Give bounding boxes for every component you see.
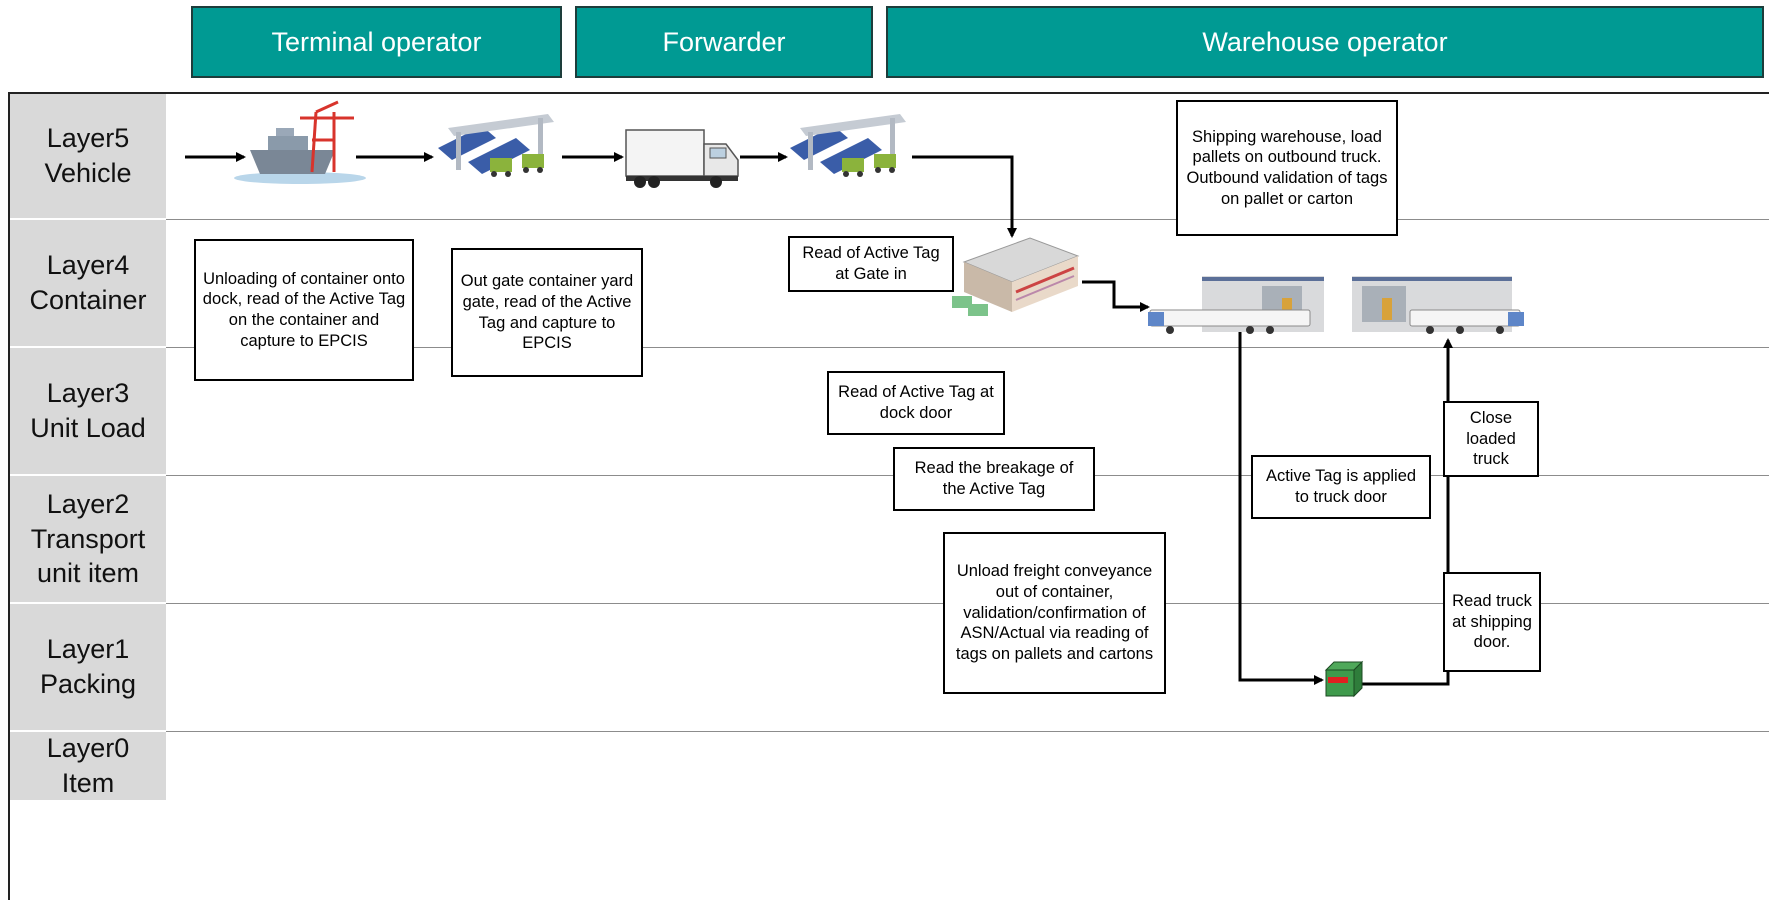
note-tag-applied: Active Tag is applied to truck door [1251,455,1431,519]
layer0-name: Item [61,768,115,798]
note-unload-freight: Unload freight conveyance out of contain… [943,532,1166,694]
flow-arrow-to-tag [1238,327,1324,685]
note-shipping-warehouse-text: Shipping warehouse, load pallets on outb… [1186,127,1388,208]
loading-dock-truck-icon [1352,276,1524,334]
layer2-id: Layer2 [46,489,130,520]
flow-arrow-to-dock [1082,280,1150,312]
note-gate-in-text: Read of Active Tag at Gate in [802,244,940,283]
layer1-name: Packing [39,669,137,699]
active-tag-box-icon [1324,660,1364,698]
note-out-gate-text: Out gate container yard gate, read of th… [460,272,634,353]
layer-divider [166,347,1769,348]
layer4-id: Layer4 [46,250,130,281]
diagram-frame [8,92,1769,900]
note-read-truck-text: Read truck at shipping door. [1452,592,1532,652]
container-gate-icon [438,114,554,177]
delivery-truck-icon [625,129,739,188]
note-close-truck: Close loaded truck [1443,401,1539,477]
flow-arrow-to-warehouse [912,155,1017,238]
note-breakage-text: Read the breakage of the Active Tag [914,459,1074,498]
loading-dock-truck-icon [1148,276,1324,334]
role-forwarder: Forwarder [575,6,873,78]
note-dock-door: Read of Active Tag at dock door [827,371,1005,435]
role-warehouse-operator: Warehouse operator [886,6,1764,78]
note-read-truck: Read truck at shipping door. [1443,572,1541,672]
layer-divider [166,731,1769,732]
note-unloading-text: Unloading of container onto dock, read o… [202,269,406,350]
note-gate-in: Read of Active Tag at Gate in [788,236,954,292]
layer4-name: Container [29,285,147,315]
layer5-id: Layer5 [46,123,130,154]
layer-divider [166,219,1769,220]
layer1-id: Layer1 [46,634,130,665]
note-close-truck-text: Close loaded truck [1466,409,1516,469]
layer3-name: Unit Load [30,413,146,443]
layer2-name: Transport [30,523,146,554]
note-breakage: Read the breakage of the Active Tag [893,447,1095,511]
warehouse-building-icon [952,237,1080,316]
container-ship-crane-icon [234,100,366,184]
layer2-name-2: unit item [36,558,140,589]
note-unloading-container: Unloading of container onto dock, read o… [194,239,414,381]
container-gate-icon [790,114,906,177]
role-terminal-operator: Terminal operator [191,6,562,78]
layer5-name: Vehicle [44,158,132,188]
layer0-id: Layer0 [46,733,130,764]
note-unload-freight-text: Unload freight conveyance out of contain… [955,562,1154,663]
note-out-gate: Out gate container yard gate, read of th… [451,248,643,377]
note-tag-applied-text: Active Tag is applied to truck door [1265,467,1417,506]
note-dock-door-text: Read of Active Tag at dock door [838,383,994,422]
layer3-id: Layer3 [46,378,130,409]
note-shipping-warehouse: Shipping warehouse, load pallets on outb… [1176,100,1398,236]
